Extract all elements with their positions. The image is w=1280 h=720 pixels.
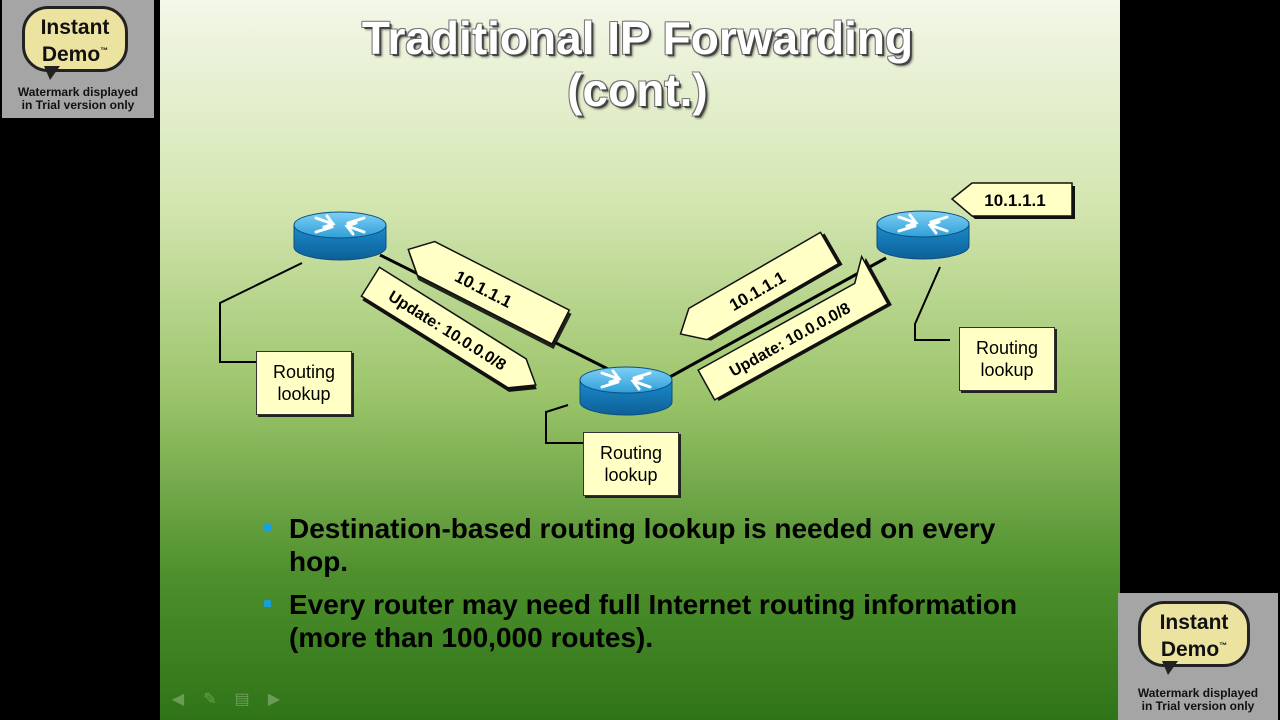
logo-line-2: Demo™ <box>1141 634 1247 661</box>
routing-box-label-line-1: Routing <box>599 443 663 463</box>
logo-word: Demo <box>1160 638 1220 661</box>
watermark-caption: Watermark displayed in Trial version onl… <box>1118 687 1278 713</box>
slide-title-line-1: Traditional IP Forwarding <box>361 12 914 64</box>
arrow-left-icon[interactable]: ◀ <box>171 691 185 708</box>
instant-demo-logo: Instant Demo™ <box>1138 601 1250 667</box>
bullet-marker <box>264 600 271 607</box>
routing-box-label-line-2: lookup <box>604 465 658 485</box>
menu-icon[interactable]: ▤ <box>234 691 250 708</box>
routing-box-label-line-2: lookup <box>277 384 331 404</box>
instant-demo-logo: Instant Demo™ <box>22 6 128 72</box>
trademark-mark: ™ <box>1219 641 1228 650</box>
watermark-caption-line-2: in Trial version only <box>21 98 135 112</box>
bullet-text: Destination-based routing lookup is need… <box>289 513 996 577</box>
connector-center <box>545 404 584 444</box>
watermark-caption: Watermark displayed in Trial version onl… <box>2 86 154 112</box>
speech-bubble-tail <box>1162 661 1178 675</box>
routing-box-label-line-1: Routing <box>975 338 1039 358</box>
network-diagram: 10.1.1.1 Update: 10.0.0.0/8 10.1.1.1 Upd… <box>219 182 1075 444</box>
routing-box-label-line-2: lookup <box>980 360 1034 380</box>
pen-icon[interactable]: ✎ <box>203 691 217 708</box>
bullet-list: Destination-based routing lookup is need… <box>260 512 1060 664</box>
routing-box-label-line-1: Routing <box>272 362 336 382</box>
link-center-right <box>667 256 887 380</box>
bullet-item: Every router may need full Internet rout… <box>260 588 1060 654</box>
logo-line-1: Instant <box>1159 611 1229 634</box>
bullet-text: Every router may need full Internet rout… <box>289 589 1018 653</box>
slide-title: Traditional IP Forwarding (cont.) <box>160 12 1115 116</box>
slide-title-line-2: (cont.) <box>567 64 708 116</box>
router-icon <box>292 210 388 262</box>
slide-nav: ◀ ✎ ▤ ▶ <box>168 690 284 710</box>
router-icon <box>578 365 674 417</box>
connector-right <box>914 266 950 341</box>
logo-line-2: Demo™ <box>25 39 125 66</box>
bullet-item: Destination-based routing lookup is need… <box>260 512 1060 578</box>
slide: Traditional IP Forwarding (cont.) <box>160 0 1120 720</box>
watermark-caption-line-2: in Trial version only <box>1141 699 1255 713</box>
watermark-bottom-right: Instant Demo™ Watermark displayed in Tri… <box>1118 593 1278 720</box>
bullet-marker <box>264 524 271 531</box>
watermark-top-left: Instant Demo™ Watermark displayed in Tri… <box>2 0 154 118</box>
destination-tag: 10.1.1.1 <box>950 182 1075 219</box>
router-icon <box>875 209 971 261</box>
destination-tag-label: 10.1.1.1 <box>984 191 1045 210</box>
watermark-caption-line-1: Watermark displayed <box>17 85 139 99</box>
logo-line-1: Instant <box>40 16 110 39</box>
trademark-mark: ™ <box>100 46 109 55</box>
logo-word: Demo <box>41 43 101 66</box>
arrow-right-icon[interactable]: ▶ <box>267 691 281 708</box>
connector-left <box>219 262 303 363</box>
speech-bubble-tail <box>44 66 60 80</box>
watermark-caption-line-1: Watermark displayed <box>1137 686 1259 700</box>
